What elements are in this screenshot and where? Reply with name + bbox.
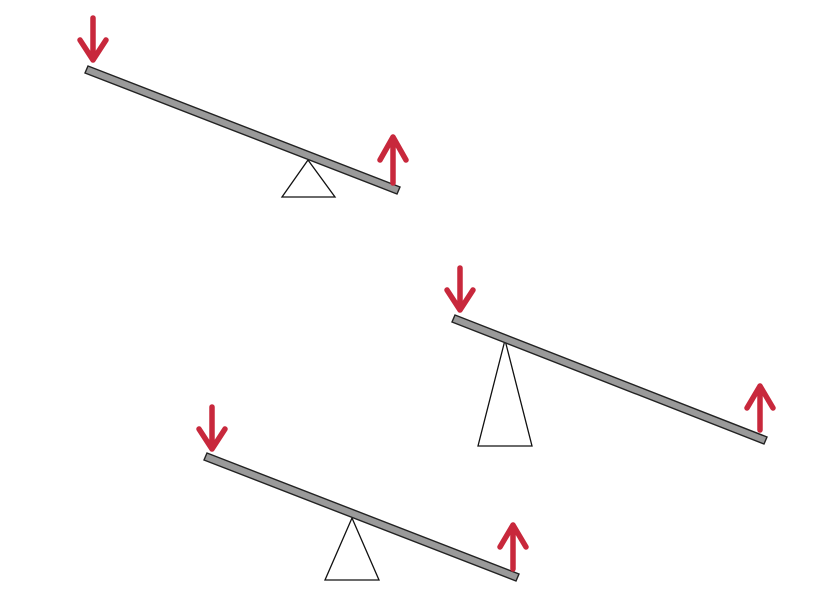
lever-3-beam [203,452,520,582]
lever-2-up-arrow-icon [744,383,776,433]
lever-3 [196,404,529,582]
lever-3-down-arrow-icon [196,404,228,452]
lever-2 [444,265,776,447]
lever-1-beam [84,65,401,195]
lever-2-fulcrum-triangle [477,339,533,447]
lever-2-beam [451,314,768,445]
lever-3-fulcrum-triangle [324,516,380,581]
lever-1-fulcrum-triangle [280,158,337,198]
lever-3-up-arrow-icon [497,522,529,572]
lever-1-down-arrow-icon [77,15,109,63]
lever-2-down-arrow-icon [444,265,476,313]
lever-1-up-arrow-icon [377,134,409,186]
lever-1 [77,15,409,198]
